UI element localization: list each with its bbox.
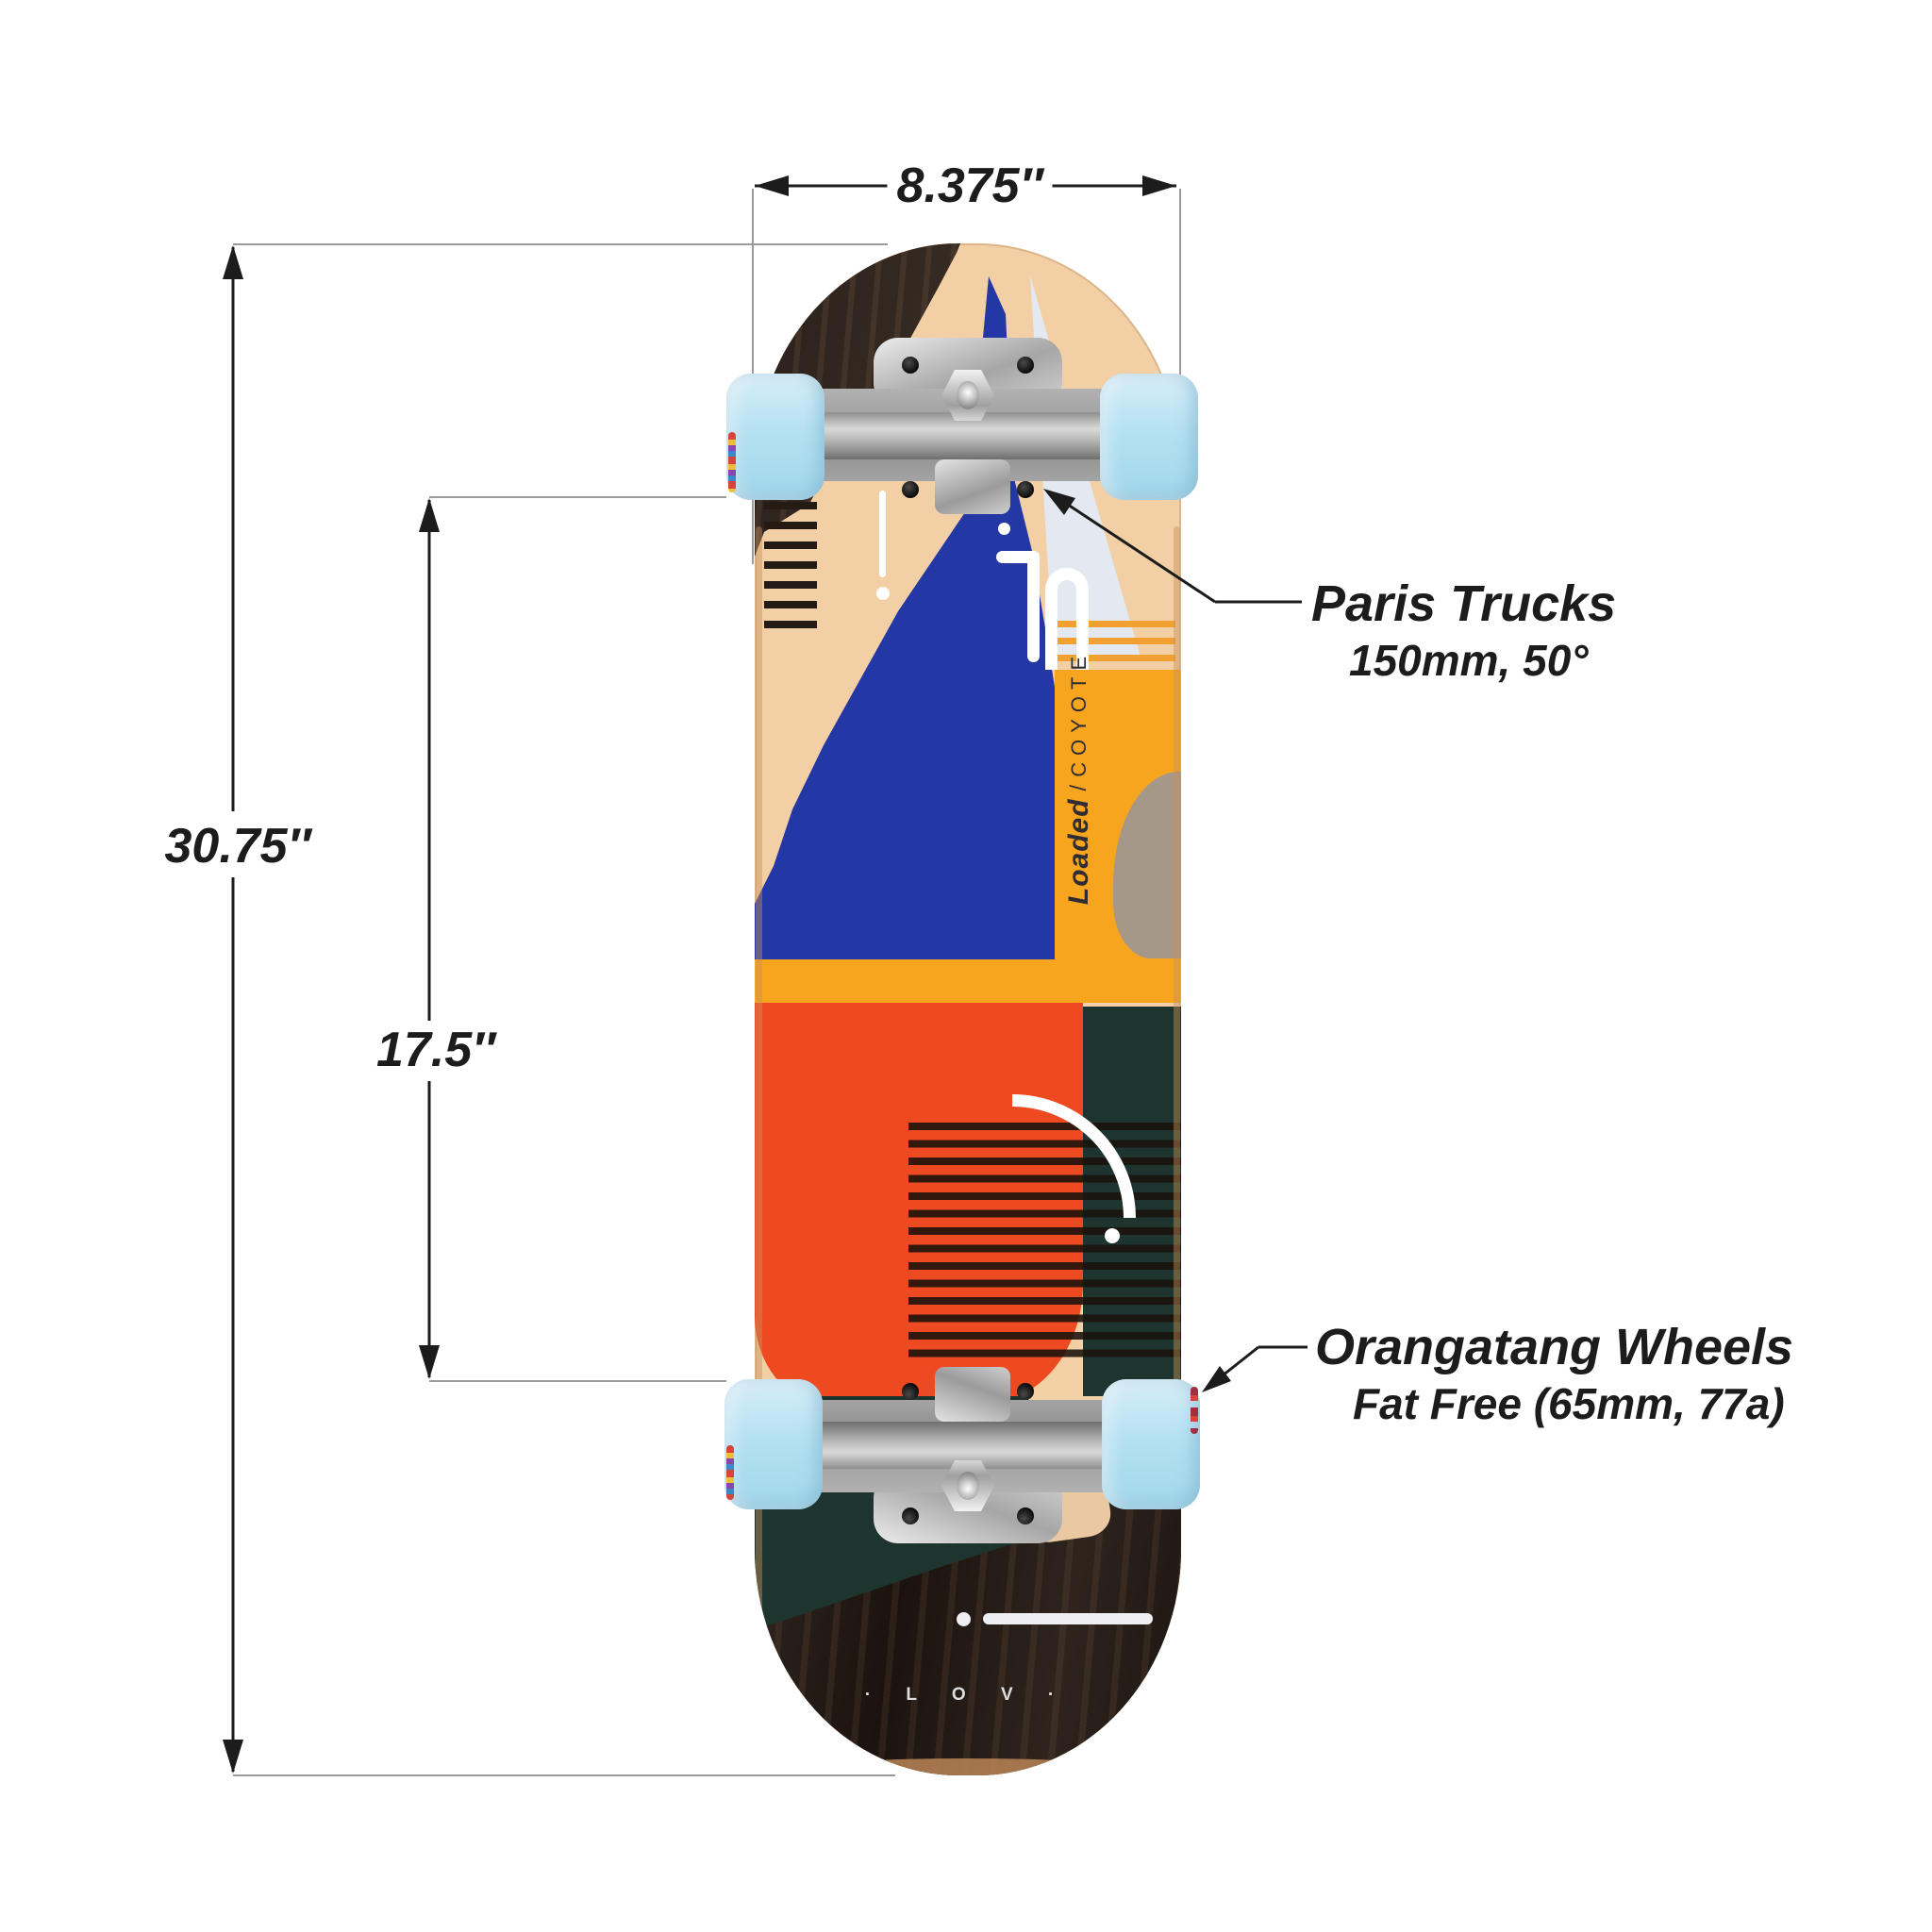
wheel-logo-sticker xyxy=(726,1445,734,1500)
kingpin-bolt xyxy=(957,1472,979,1500)
deck-stripe-block-top xyxy=(764,502,817,638)
tail-white-line xyxy=(983,1613,1153,1624)
arrow-up-icon xyxy=(223,245,243,279)
width-dimension-label: 8.375″ xyxy=(887,158,1053,214)
tail-white-dot xyxy=(957,1612,971,1626)
deck-white-line xyxy=(879,491,886,577)
truck-bolt xyxy=(902,357,919,374)
tail-text: · L O V · xyxy=(864,1685,1070,1705)
truck-kingpin-housing xyxy=(935,459,1010,514)
deck-tail-edge xyxy=(821,1758,1113,1775)
wheel-logo-sticker xyxy=(728,432,736,492)
logo-separator: / xyxy=(1066,784,1091,791)
arrow-up-icon xyxy=(419,498,440,532)
trucks-annotation-title: Paris Trucks xyxy=(1311,575,1617,632)
arrow-down-icon xyxy=(419,1345,440,1379)
arrow-down-left-icon xyxy=(1202,1366,1231,1392)
truck-bolt xyxy=(902,1383,919,1400)
trucks-annotation: Paris Trucks 150mm, 50° xyxy=(1311,574,1616,687)
arrow-left-icon xyxy=(755,175,789,196)
deck-glyph-dot xyxy=(998,523,1010,535)
truck-bolt xyxy=(1017,1383,1034,1400)
deck-glyph-bar xyxy=(1027,551,1040,662)
brand-logo: Loaded xyxy=(1063,798,1094,906)
truck-bolt xyxy=(1017,357,1034,374)
front-truck xyxy=(741,332,1185,521)
wheels-annotation-title: Orangatang Wheels xyxy=(1315,1319,1794,1375)
deck-stripe-block-bottom xyxy=(908,1123,1181,1366)
wheel-logo-sticker xyxy=(1191,1387,1198,1434)
wheels-annotation: Orangatang Wheels Fat Free (65mm, 77a) xyxy=(1315,1317,1793,1430)
kingpin-bolt xyxy=(957,381,979,409)
truck-bolt xyxy=(902,1507,919,1524)
wheels-annotation-subtitle: Fat Free (65mm, 77a) xyxy=(1353,1379,1785,1428)
deck-logo: Loaded / COYOTE xyxy=(985,650,1174,905)
deck-arc-dot xyxy=(1105,1228,1120,1243)
arrow-down-icon xyxy=(223,1740,243,1774)
truck-kingpin-housing xyxy=(935,1367,1010,1422)
wheel-front-left xyxy=(726,374,824,500)
deck-white-dot xyxy=(876,587,890,600)
truck-bolt xyxy=(1017,481,1034,498)
wheelbase-dimension-label: 17.5″ xyxy=(366,1022,506,1078)
wheel-front-right xyxy=(1100,374,1198,500)
length-dimension-label: 30.75″ xyxy=(155,818,321,874)
truck-bolt xyxy=(902,481,919,498)
model-name: COYOTE xyxy=(1067,649,1091,777)
deck-rail-edge xyxy=(1174,526,1180,1715)
wheels-leader-line xyxy=(1212,1345,1259,1385)
truck-bolt xyxy=(1017,1507,1034,1524)
trucks-annotation-subtitle: 150mm, 50° xyxy=(1349,636,1589,685)
deck-rail-edge xyxy=(756,526,762,1715)
wheel-rear-right xyxy=(1102,1379,1200,1509)
arrow-right-icon xyxy=(1142,175,1176,196)
wheel-rear-left xyxy=(724,1379,823,1509)
